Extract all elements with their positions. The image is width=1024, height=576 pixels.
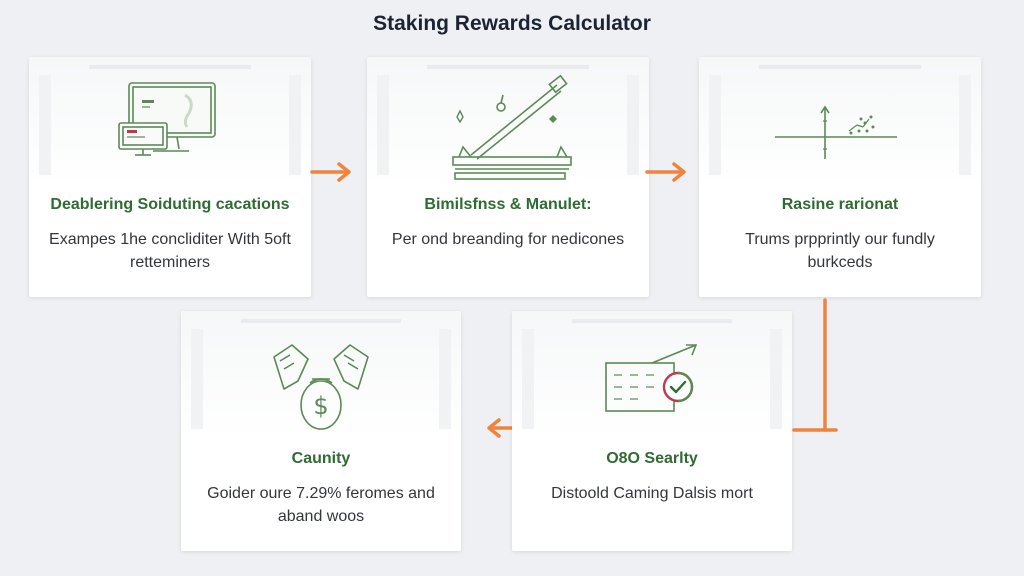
step-card-3: Rasine rarionat Trums prpprintly our fun…: [699, 57, 981, 297]
document-check-icon: [605, 344, 698, 412]
card-description: Exampes 1he concliditer With 5oft rettem…: [43, 228, 297, 274]
card-description-line: Trums prpprintly our fundly: [745, 231, 935, 248]
svg-text:$: $: [313, 392, 328, 420]
step-card-4: $ Caunity Goider oure 7.29% feromes and …: [181, 311, 461, 551]
card-backdrop: [29, 57, 311, 185]
card-description-line: Goider oure 7.29% feromes and: [207, 485, 435, 502]
card-description-line: Exampes 1he concliditer With 5oft: [49, 231, 291, 248]
lever-ramp-icon: [452, 74, 572, 180]
connector-line: [792, 298, 838, 432]
card-title: Rasine rarionat: [781, 196, 899, 213]
card-backdrop: [699, 57, 981, 185]
page-title: Staking Rewards Calculator: [373, 12, 651, 35]
step-card-5: O8O Searlty Distoold Caming Dalsis mort: [512, 311, 792, 551]
card-description-line: Distoold Caming Dalsis mort: [551, 485, 753, 502]
card-description-line: retteminers: [129, 254, 211, 271]
money-bag-hands-icon: $: [273, 344, 369, 430]
card-description-line: burkceds: [807, 254, 873, 271]
card-title: O8O Searlty: [606, 450, 698, 467]
arrow-right-icon: [645, 162, 686, 182]
card-description-line: aband woos: [277, 508, 365, 525]
card-description: Goider oure 7.29% feromes and aband woos: [195, 482, 447, 528]
arrow-right-icon: [310, 162, 351, 182]
card-description: Distoold Caming Dalsis mort: [526, 482, 778, 505]
computer-monitor-icon: [118, 82, 216, 156]
card-description-line: Per ond breanding for nedicones: [391, 231, 625, 248]
card-description: Per ond breanding for nedicones: [381, 228, 635, 251]
card-title: Caunity: [291, 450, 351, 467]
step-card-2: Bimilsfnss & Manulet: Per ond breanding …: [367, 57, 649, 297]
card-title: Bimilsfnss & Manulet:: [424, 196, 592, 213]
card-title: Deablering Soiduting cacations: [50, 196, 290, 213]
card-backdrop: [367, 57, 649, 185]
step-card-1: Deablering Soiduting cacations Exampes 1…: [29, 57, 311, 297]
card-backdrop: [181, 311, 461, 439]
graph-axes-icon: [775, 105, 897, 159]
card-description: Trums prpprintly our fundly burkceds: [713, 228, 967, 274]
